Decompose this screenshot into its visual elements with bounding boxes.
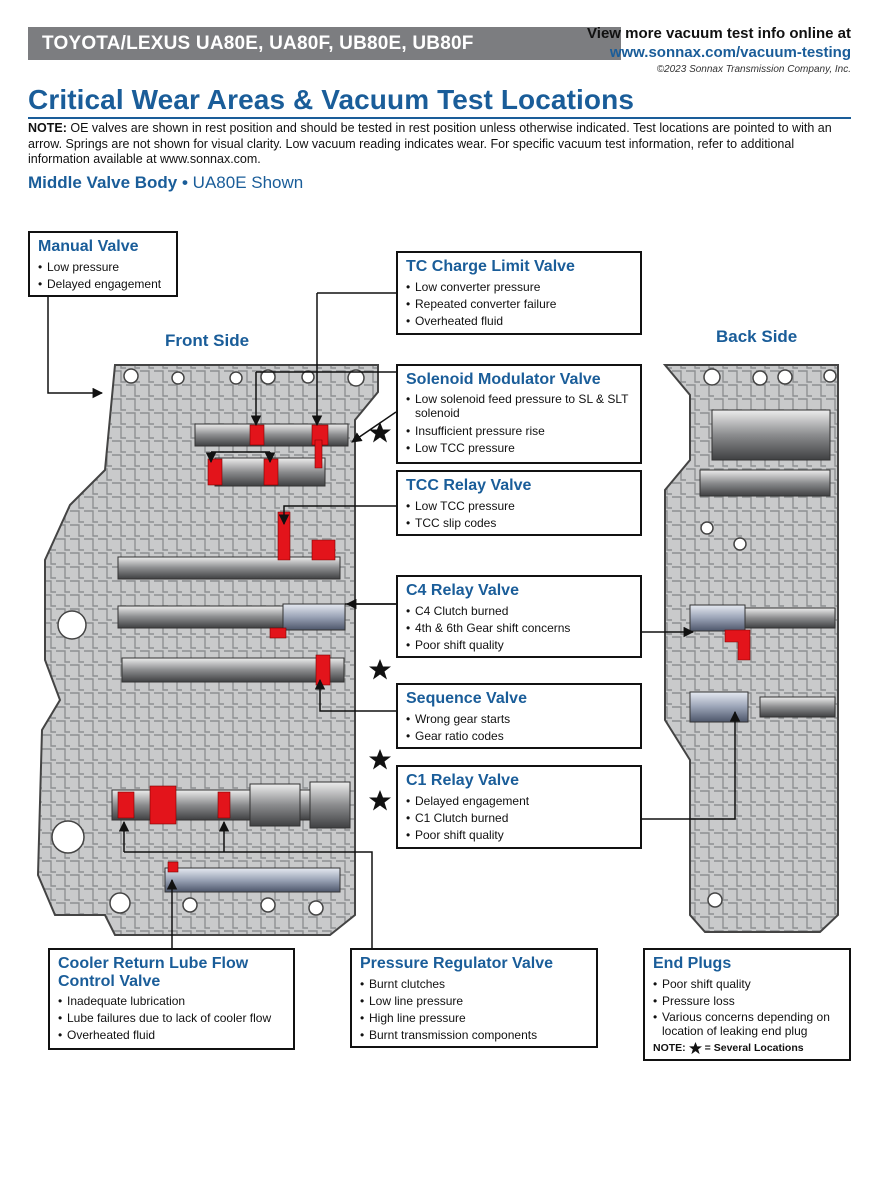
model-list: TOYOTA/LEXUS UA80E, UA80F, UB80E, UB80F [42, 33, 474, 54]
online-info: View more vacuum test info online at www… [587, 25, 851, 78]
list-item: 4th & 6th Gear shift concerns [406, 620, 632, 637]
section-subtitle: Middle Valve Body • UA80E Shown [28, 173, 303, 193]
callout-solenoid-modulator-valve: Solenoid Modulator Valve Low solenoid fe… [396, 364, 642, 464]
c1-relay-title: C1 Relay Valve [406, 772, 519, 789]
model-header-bar: TOYOTA/LEXUS UA80E, UA80F, UB80E, UB80F [28, 27, 621, 60]
list-item: Gear ratio codes [406, 728, 632, 745]
sequence-title: Sequence Valve [406, 690, 527, 707]
subtitle-bold: Middle Valve Body • [28, 173, 188, 192]
callout-c1-relay-valve: C1 Relay Valve Delayed engagement C1 Clu… [396, 765, 642, 849]
list-item: Poor shift quality [406, 827, 632, 844]
callout-manual-valve: Manual Valve Low pressure Delayed engage… [28, 231, 178, 297]
copyright: ©2023 Sonnax Transmission Company, Inc. [656, 64, 851, 75]
list-item: Delayed engagement [406, 793, 632, 810]
list-item: Burnt transmission components [360, 1027, 588, 1044]
vacuum-testing-link[interactable]: www.sonnax.com/vacuum-testing [609, 44, 851, 61]
c4-relay-title: C4 Relay Valve [406, 582, 519, 599]
list-item: Repeated converter failure [406, 296, 632, 313]
back-valve-body [662, 364, 839, 933]
front-valve-body [36, 364, 379, 936]
tcc-relay-title: TCC Relay Valve [406, 477, 532, 494]
star-c1-relay [369, 790, 391, 811]
star-end-plug [369, 749, 391, 770]
leader-lines [47, 292, 741, 948]
list-item: Low TCC pressure [406, 440, 632, 457]
star-solenoid-modulator [369, 422, 391, 443]
list-item: Overheated fluid [406, 313, 632, 330]
several-locations-stars [369, 422, 391, 811]
list-item: Low TCC pressure [406, 498, 632, 515]
list-item: Wrong gear starts [406, 711, 632, 728]
list-item: High line pressure [360, 1010, 588, 1027]
list-item: Low converter pressure [406, 279, 632, 296]
list-item: C4 Clutch burned [406, 603, 632, 620]
solenoid-modulator-title: Solenoid Modulator Valve [406, 371, 601, 388]
title-divider [28, 117, 851, 119]
star-sequence [369, 659, 391, 680]
list-item: Poor shift quality [406, 637, 632, 654]
note-text: OE valves are shown in rest position and… [28, 121, 832, 166]
pressure-regulator-title: Pressure Regulator Valve [360, 955, 553, 972]
list-item: Low pressure [38, 259, 168, 276]
tc-charge-title: TC Charge Limit Valve [406, 258, 575, 275]
list-item: Low solenoid feed pressure to SL & SLT s… [406, 392, 632, 423]
list-item: Low line pressure [360, 993, 588, 1010]
note-label: NOTE: [28, 121, 67, 135]
callout-sequence-valve: Sequence Valve Wrong gear starts Gear ra… [396, 683, 642, 749]
list-item: Pressure loss [653, 993, 841, 1010]
list-item: Poor shift quality [653, 976, 841, 993]
end-plugs-note-text: = Several Locations [704, 1042, 804, 1054]
end-plugs-title: End Plugs [653, 955, 732, 972]
star-icon [688, 1042, 702, 1055]
list-item: C1 Clutch burned [406, 810, 632, 827]
callout-pressure-regulator-valve: Pressure Regulator Valve Burnt clutches … [350, 948, 598, 1048]
end-plugs-note-label: NOTE: [653, 1042, 686, 1054]
list-item: Delayed engagement [38, 276, 168, 293]
callout-end-plugs: End Plugs Poor shift quality Pressure lo… [643, 948, 851, 1061]
callout-tcc-relay-valve: TCC Relay Valve Low TCC pressure TCC sli… [396, 470, 642, 536]
cooler-return-title-line2: Control Valve [58, 973, 161, 990]
callout-tc-charge-limit-valve: TC Charge Limit Valve Low converter pres… [396, 251, 642, 335]
list-item: Insufficient pressure rise [406, 423, 632, 440]
list-item: Burnt clutches [360, 976, 588, 993]
manual-valve-title: Manual Valve [38, 238, 139, 255]
back-side-label: Back Side [716, 327, 798, 346]
list-item: Lube failures due to lack of cooler flow [58, 1010, 285, 1027]
callout-c4-relay-valve: C4 Relay Valve C4 Clutch burned 4th & 6t… [396, 575, 642, 658]
front-side-label: Front Side [165, 331, 250, 350]
list-item: Inadequate lubrication [58, 993, 285, 1010]
intro-note: NOTE: OE valves are shown in rest positi… [28, 121, 848, 168]
subtitle-thin: UA80E Shown [187, 173, 304, 192]
online-text: View more vacuum test info online at [587, 25, 851, 42]
cooler-return-title-line1: Cooler Return Lube Flow [58, 955, 249, 972]
page-title: Critical Wear Areas & Vacuum Test Locati… [28, 84, 634, 115]
list-item: Various concerns depending on location o… [653, 1010, 841, 1041]
list-item: TCC slip codes [406, 515, 632, 532]
list-item: Overheated fluid [58, 1027, 285, 1044]
end-plugs-note: NOTE: = Several Locations [653, 1041, 841, 1056]
